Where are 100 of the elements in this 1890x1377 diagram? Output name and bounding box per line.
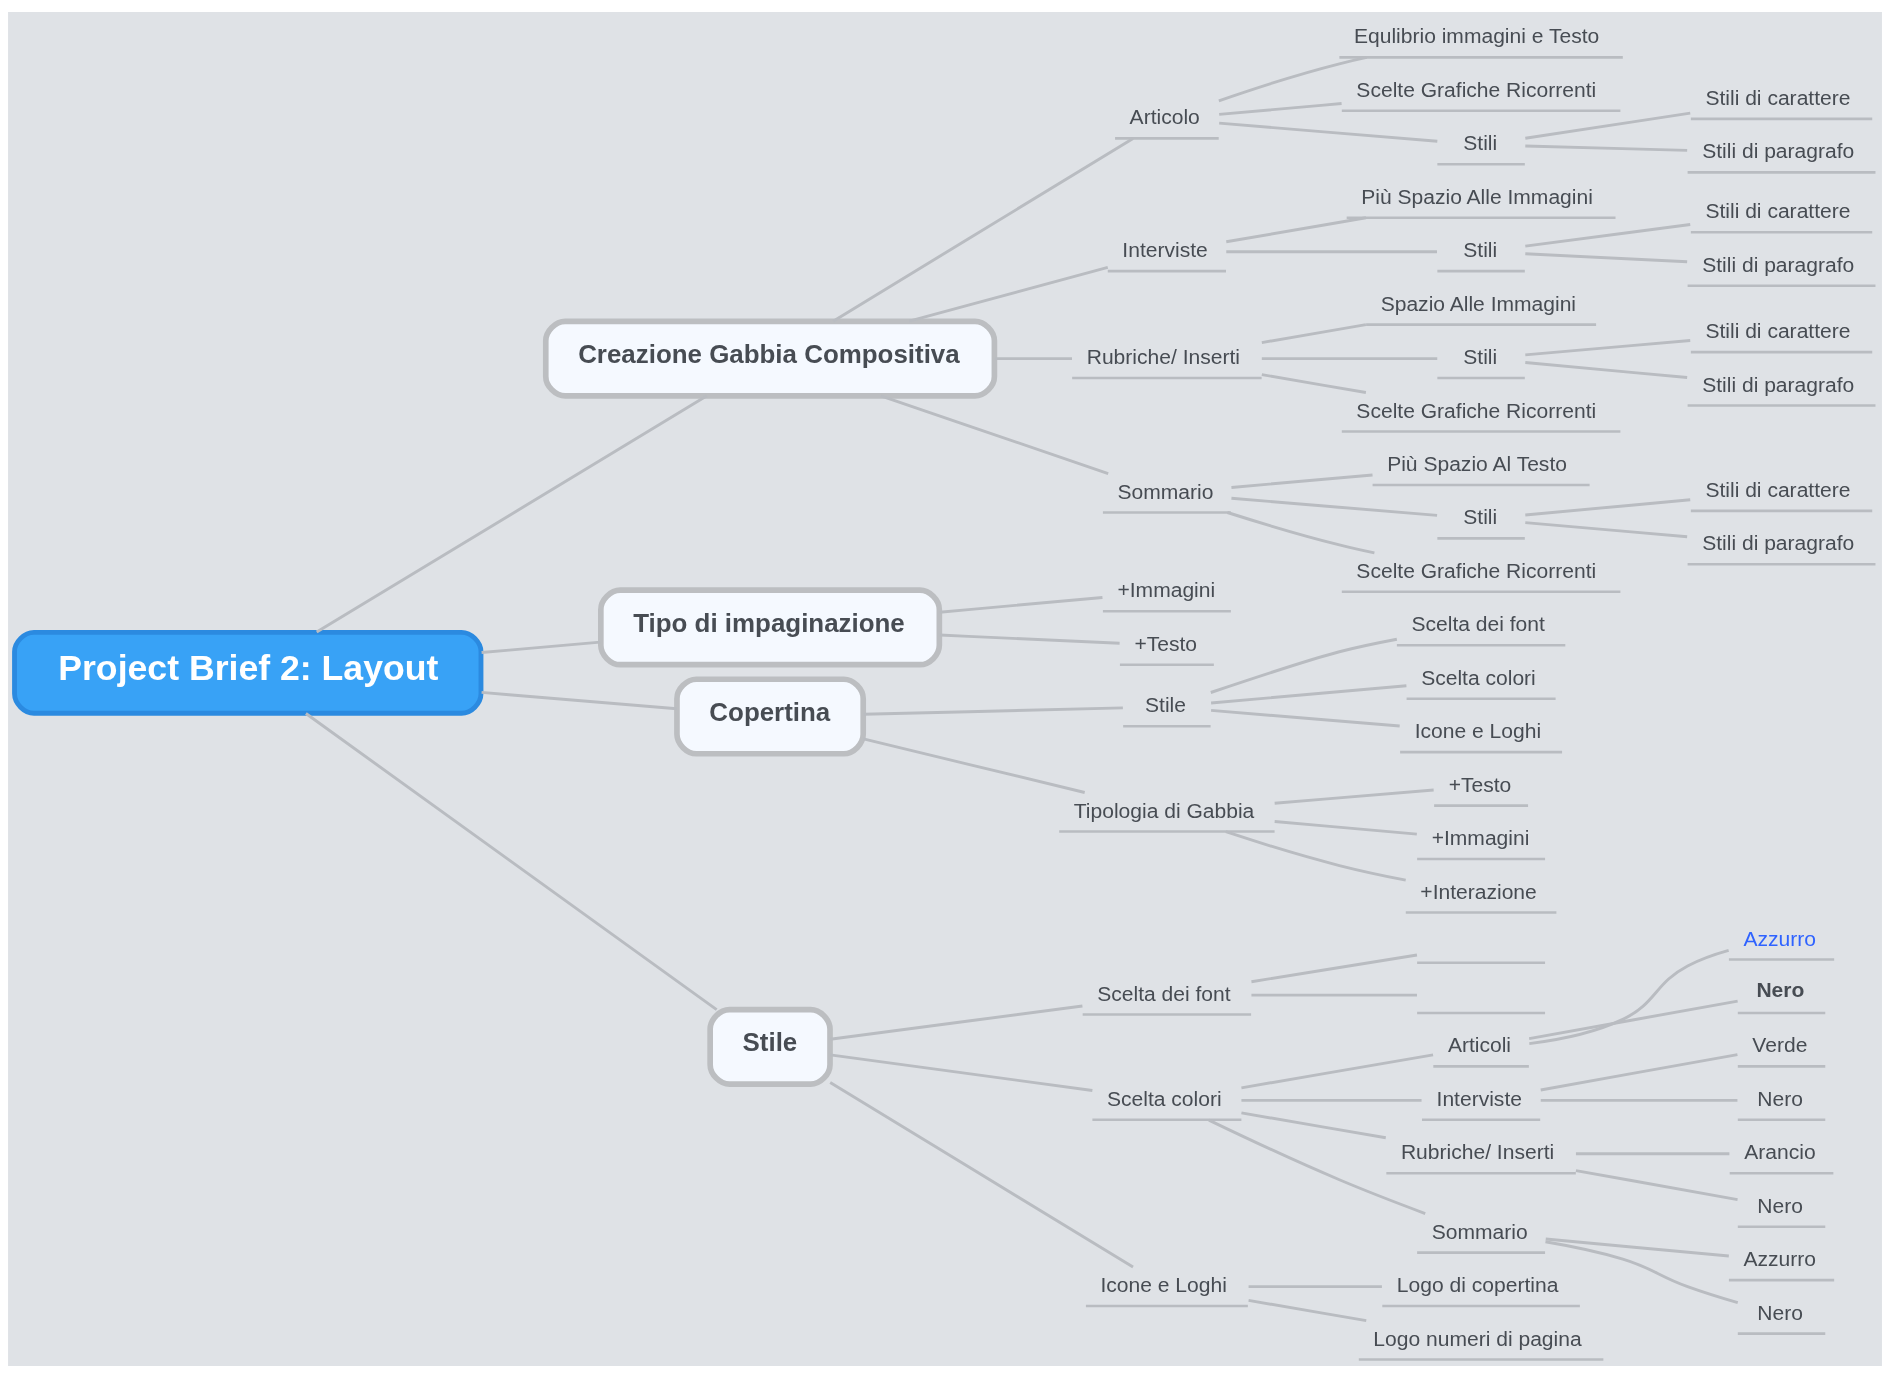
connector [994, 356, 1072, 360]
connector [1274, 819, 1417, 836]
connector [939, 595, 1103, 614]
node-text: Nero [1757, 1086, 1803, 1110]
node-text: Icone e Loghi [1414, 718, 1542, 742]
connector [1226, 510, 1375, 554]
node-text: Verde [1752, 1032, 1808, 1056]
node-text: +Testo [1448, 772, 1512, 796]
node-text: Stili di paragrafo [1702, 252, 1855, 276]
node-text: Articoli [1447, 1032, 1512, 1056]
node-text: Sommario [1431, 1219, 1528, 1243]
connector [1208, 1118, 1426, 1215]
node-text: Tipologia di Gabbia [1073, 798, 1255, 822]
connector [1525, 111, 1691, 140]
connector [1525, 251, 1688, 263]
connector [1525, 338, 1691, 356]
node-box: Tipo di impaginazione [598, 586, 943, 668]
node-text: Stile [1145, 692, 1186, 716]
connector [1528, 999, 1738, 1040]
connector [1525, 497, 1691, 516]
connector [1219, 121, 1438, 143]
node-text: Rubriche/ Inserti [1400, 1139, 1555, 1163]
node-text: Scelta colori [1421, 665, 1536, 689]
node-text: Azzurro [1743, 926, 1816, 950]
node-text: Stili [1463, 130, 1498, 154]
connector [832, 136, 1134, 322]
connector [1218, 55, 1368, 102]
connector [1261, 372, 1367, 394]
connector [1226, 215, 1367, 243]
connector [1525, 520, 1688, 538]
node-text: Stili [1463, 504, 1498, 528]
connector [1248, 1298, 1367, 1322]
node-text: Stili [1463, 344, 1498, 368]
connector [1219, 101, 1342, 116]
connector [1525, 144, 1688, 152]
node-text: Stili di paragrafo [1702, 138, 1855, 162]
connector [1210, 708, 1400, 728]
connector [863, 705, 1123, 716]
connector [939, 633, 1120, 645]
connector [1241, 1111, 1387, 1139]
connector [1274, 788, 1434, 805]
node-text: Arancio [1744, 1139, 1816, 1163]
connector [305, 711, 718, 1011]
node-text: Icone e Loghi [1100, 1272, 1227, 1296]
connector [1248, 1284, 1382, 1288]
connector [481, 640, 601, 654]
node-text: Stili di carattere [1705, 318, 1851, 342]
connector [1226, 249, 1437, 253]
connector [481, 690, 677, 710]
connector [1545, 1239, 1739, 1304]
connector [1251, 993, 1417, 997]
node-text: Interviste [1122, 237, 1208, 261]
connector [1210, 683, 1407, 704]
node-text: Stili di paragrafo [1702, 372, 1855, 396]
connector [1540, 1052, 1738, 1091]
node-text: Spazio Alle Immagini [1380, 291, 1577, 315]
connector [1225, 829, 1406, 882]
connector [1210, 637, 1398, 694]
node-text: Stili di carattere [1705, 477, 1851, 501]
node-text: Scelte Grafiche Ricorrenti [1356, 398, 1597, 422]
connector [1261, 322, 1367, 344]
connector [830, 1004, 1083, 1041]
connector [1575, 1151, 1730, 1155]
connector [1241, 1052, 1434, 1089]
node-text: Più Spazio Al Testo [1387, 451, 1567, 475]
node-text: Logo numeri di pagina [1373, 1326, 1582, 1350]
node-text: Nero [1757, 1300, 1803, 1324]
node-text: Interviste [1436, 1086, 1522, 1110]
node-text: Stili di carattere [1705, 198, 1851, 222]
node-line [1417, 1011, 1546, 1014]
node-box: Stile [707, 1006, 833, 1087]
connector [1261, 356, 1438, 360]
node-text: Equlibrio immagini e Testo [1353, 23, 1600, 47]
node-text: Rubriche/ Inserti [1086, 344, 1240, 368]
node-text: Nero [1756, 977, 1805, 1001]
node-text: Sommario [1117, 479, 1214, 503]
node-text: Scelte Grafiche Ricorrenti [1356, 558, 1597, 582]
node-text: Scelta colori [1106, 1086, 1222, 1110]
node-text: +Interazione [1420, 879, 1537, 903]
connector [1525, 360, 1688, 379]
node-text: Nero [1757, 1193, 1803, 1217]
connector [1545, 1237, 1729, 1257]
connector [1241, 1098, 1422, 1102]
node-text: Logo di copertina [1396, 1272, 1559, 1296]
connector [1231, 473, 1373, 489]
connector [1525, 222, 1691, 248]
connector [1251, 953, 1418, 983]
connector [1540, 1098, 1738, 1102]
node-text: Azzurro [1743, 1246, 1816, 1270]
connector [1231, 496, 1438, 517]
node-text: Articolo [1129, 104, 1200, 128]
node-text: Più Spazio Alle Immagini [1361, 184, 1593, 208]
connector [863, 736, 1086, 794]
connector [1575, 1168, 1738, 1201]
node-text: +Immagini [1117, 577, 1216, 601]
node-text: Scelte Grafiche Ricorrenti [1356, 77, 1597, 101]
node-text: Stili [1463, 237, 1498, 261]
node-text: Scelta dei font [1097, 981, 1231, 1005]
node-box: Copertina [674, 675, 867, 757]
node-text: Stili di paragrafo [1702, 530, 1855, 554]
